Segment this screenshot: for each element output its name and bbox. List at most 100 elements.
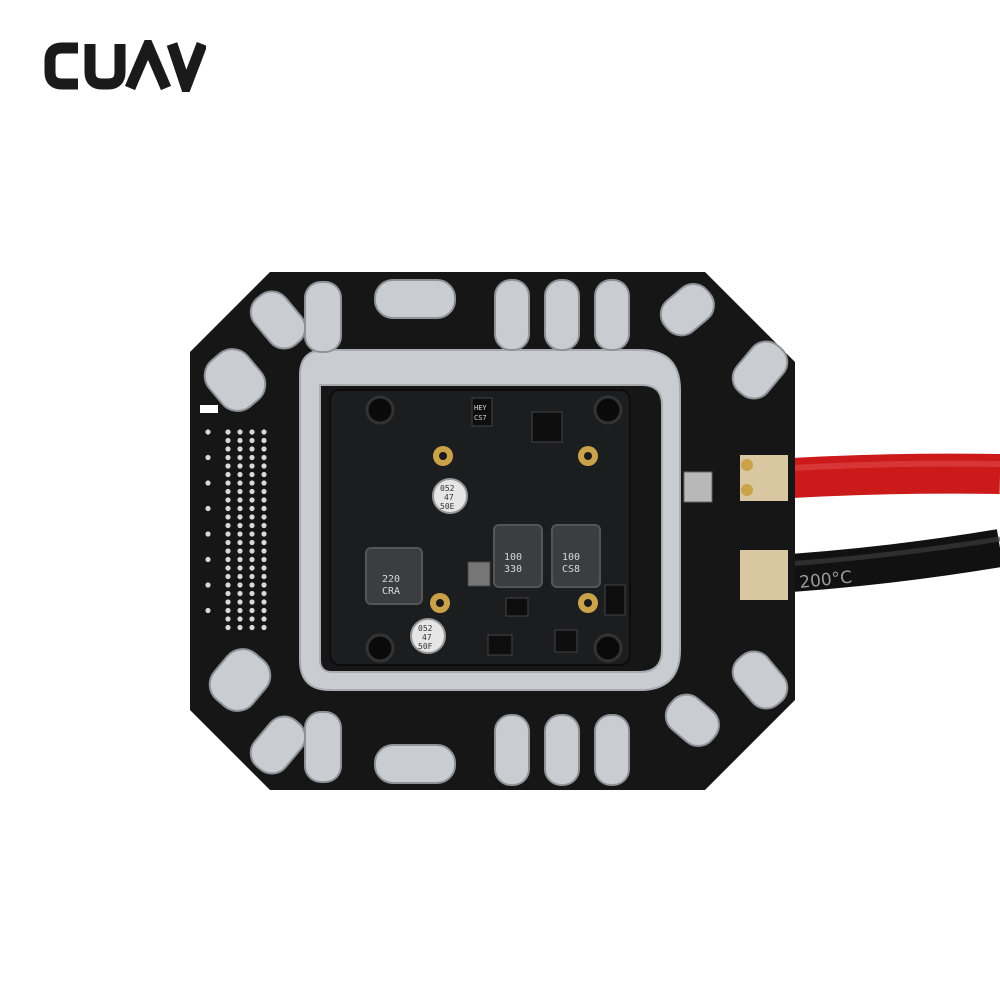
inductor-label: 220 bbox=[382, 574, 400, 585]
header-pin bbox=[249, 480, 255, 486]
header-pin bbox=[225, 573, 231, 580]
header-pin bbox=[225, 548, 231, 554]
header-pin bbox=[237, 497, 243, 503]
header-pin bbox=[249, 539, 255, 546]
header-pin bbox=[205, 531, 211, 537]
header-pin bbox=[225, 599, 231, 605]
inductor-label: CRA bbox=[382, 586, 400, 597]
header-pin bbox=[237, 522, 243, 529]
header-pin bbox=[261, 616, 267, 622]
header-pin bbox=[249, 454, 255, 461]
header-pin bbox=[237, 599, 243, 605]
header-pin bbox=[261, 446, 267, 452]
header-pin bbox=[261, 522, 267, 529]
motor-pads-bottom bbox=[208, 648, 789, 786]
inductors: 220 CRA 100 330 100 CS8 bbox=[365, 524, 601, 605]
header-pin bbox=[237, 573, 243, 580]
header-pin bbox=[237, 471, 243, 478]
header-pin bbox=[261, 471, 267, 478]
cable-temperature-print: 200°C bbox=[798, 568, 853, 593]
ic-label: CS7 bbox=[474, 414, 487, 422]
header-pin bbox=[225, 607, 231, 614]
header-pin bbox=[261, 454, 267, 461]
header-pin bbox=[237, 446, 243, 452]
header-pin bbox=[249, 463, 255, 469]
header-pin bbox=[237, 556, 243, 563]
header-pin bbox=[237, 429, 243, 435]
inductor-label: 330 bbox=[504, 564, 522, 575]
header-pin bbox=[249, 514, 255, 520]
ic-label: HEY bbox=[474, 404, 487, 412]
header-pin bbox=[237, 463, 243, 469]
header-pin bbox=[237, 539, 243, 546]
header-pin bbox=[205, 429, 211, 435]
header-pin bbox=[237, 437, 243, 444]
header-pin bbox=[261, 582, 267, 588]
header-pin bbox=[205, 480, 211, 486]
header-pin bbox=[237, 488, 243, 495]
capacitor-label: 052 bbox=[440, 484, 455, 493]
electrolytic-capacitors: 052 47 50E 052 47 50F bbox=[410, 478, 468, 654]
header-pin bbox=[237, 607, 243, 614]
header-pin bbox=[205, 556, 211, 563]
header-pin bbox=[261, 556, 267, 563]
header-pin bbox=[225, 522, 231, 529]
header-pin bbox=[249, 437, 255, 444]
header-pin bbox=[225, 582, 231, 588]
header-pin bbox=[249, 616, 255, 622]
header-pin bbox=[225, 514, 231, 520]
header-pin bbox=[261, 531, 267, 537]
header-pin bbox=[261, 505, 267, 512]
header-pin bbox=[261, 497, 267, 503]
header-pin bbox=[225, 590, 231, 597]
capacitor-label: 50E bbox=[440, 502, 455, 511]
header-pin bbox=[225, 505, 231, 512]
inductor-label: 100 bbox=[504, 552, 522, 563]
header-pin bbox=[237, 505, 243, 512]
header-pin bbox=[205, 454, 211, 461]
header-pin bbox=[225, 480, 231, 486]
header-pin bbox=[225, 429, 231, 435]
header-pin bbox=[205, 607, 211, 614]
pin-header-array bbox=[200, 405, 267, 631]
power-cables: 200°C bbox=[758, 453, 1000, 594]
header-pin bbox=[225, 463, 231, 469]
header-pin bbox=[237, 454, 243, 461]
small-ics bbox=[467, 397, 626, 656]
header-pin bbox=[225, 616, 231, 622]
header-pin bbox=[249, 497, 255, 503]
header-pin bbox=[237, 565, 243, 571]
header-pin bbox=[237, 590, 243, 597]
header-pin bbox=[225, 446, 231, 452]
red-positive-cable bbox=[758, 453, 1000, 500]
header-pin bbox=[261, 488, 267, 495]
header-pin bbox=[261, 429, 267, 435]
header-pin bbox=[225, 539, 231, 546]
header-pin bbox=[261, 539, 267, 546]
cuav-logo bbox=[44, 40, 206, 92]
header-pin bbox=[261, 565, 267, 571]
header-pin bbox=[261, 514, 267, 520]
header-pin bbox=[237, 616, 243, 622]
header-pin bbox=[261, 624, 267, 631]
header-pin bbox=[225, 531, 231, 537]
header-pin bbox=[237, 548, 243, 554]
header-pin bbox=[249, 573, 255, 580]
header-pin bbox=[261, 480, 267, 486]
header-pin bbox=[249, 548, 255, 554]
capacitor-label: 052 bbox=[418, 624, 433, 633]
header-pin bbox=[225, 437, 231, 444]
battery-input-pads bbox=[683, 455, 788, 600]
header-pin bbox=[225, 624, 231, 631]
header-pin bbox=[249, 565, 255, 571]
header-pin bbox=[205, 582, 211, 588]
header-pin bbox=[205, 505, 211, 512]
header-pin bbox=[261, 590, 267, 597]
header-pin bbox=[249, 531, 255, 537]
header-pin bbox=[261, 548, 267, 554]
header-pin bbox=[249, 522, 255, 529]
header-pin bbox=[249, 505, 255, 512]
header-pin bbox=[225, 565, 231, 571]
header-pin bbox=[249, 582, 255, 588]
